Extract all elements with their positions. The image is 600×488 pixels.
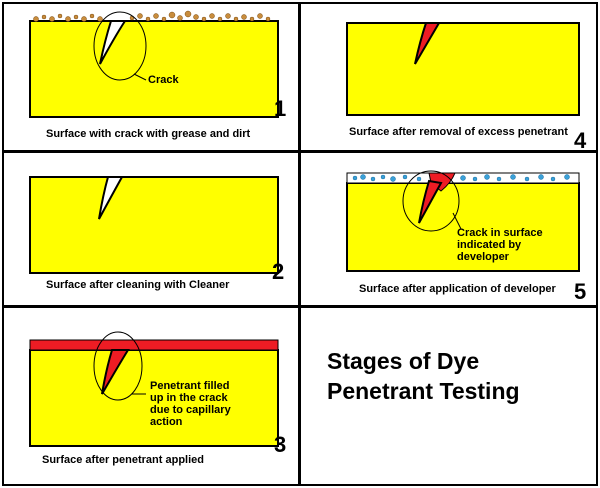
specimen-block	[29, 349, 279, 447]
penetrant-filled-crack	[418, 179, 443, 224]
stage-5-caption: Surface after application of developer	[359, 283, 556, 295]
specimen-block	[29, 20, 279, 118]
diagram-title: Stages of Dye Penetrant Testing	[327, 348, 520, 404]
stage-1-caption: Surface with crack with grease and dirt	[46, 128, 251, 140]
stage-5-number: 5	[574, 279, 587, 304]
penetrant-label: Penetrant filled up in the crack due to …	[150, 380, 231, 428]
stage-4-diagram	[346, 22, 580, 116]
penetrant-label-line: Penetrant filled	[150, 380, 230, 392]
stage-2-number: 2	[272, 259, 285, 284]
crack-leader-line	[452, 212, 462, 230]
crack-label: Crack	[148, 74, 179, 86]
penetrant-filled-crack	[101, 349, 130, 395]
crack-shape	[98, 176, 124, 220]
stage-3-panel: Penetrant filled up in the crack due to …	[2, 306, 300, 486]
stage-5-panel: Crack in surface indicated by developer …	[299, 151, 598, 307]
stage-2-diagram	[29, 176, 279, 274]
stage-3-caption: Surface after penetrant applied	[42, 454, 204, 466]
stage-1-diagram	[29, 10, 279, 118]
stage-3-number: 3	[274, 432, 287, 457]
crack-highlight-ellipse	[93, 331, 143, 401]
stage-1-number: 1	[274, 96, 287, 121]
stage-2-caption: Surface after cleaning with Cleaner	[46, 279, 230, 291]
penetrant-filled-crack	[414, 22, 441, 65]
penetrant-label-line: action	[150, 416, 183, 428]
crack-shape	[99, 20, 127, 65]
dirt-particles	[33, 10, 271, 22]
stage-3-diagram	[29, 331, 279, 447]
crack-highlight-ellipse	[93, 11, 147, 81]
specimen-block	[346, 182, 580, 272]
stage-1-panel: Crack Surface with crack with grease and…	[2, 2, 300, 152]
title-panel: Stages of Dye Penetrant Testing	[299, 306, 598, 486]
penetrant-label-line: up in the crack	[150, 392, 228, 404]
stage-2-panel: Surface after cleaning with Cleaner 2	[2, 151, 300, 307]
stage-4-caption: Surface after removal of excess penetran…	[349, 126, 568, 138]
developer-label-line: developer	[457, 251, 509, 263]
developer-label: Crack in surface indicated by developer	[457, 227, 543, 263]
specimen-block	[346, 22, 580, 116]
stage-4-number: 4	[574, 128, 587, 153]
penetrant-layer	[29, 339, 279, 351]
crack-leader-line	[133, 73, 147, 81]
stage-4-panel: Surface after removal of excess penetran…	[299, 2, 598, 153]
developer-label-line: Crack in surface	[457, 227, 543, 239]
developer-label-line: indicated by	[457, 239, 522, 251]
developer-particles	[352, 174, 570, 182]
stage-5-diagram	[346, 170, 580, 272]
penetrant-label-line: due to capillary	[150, 404, 231, 416]
crack-highlight-ellipse	[402, 170, 460, 232]
specimen-block	[29, 176, 279, 274]
